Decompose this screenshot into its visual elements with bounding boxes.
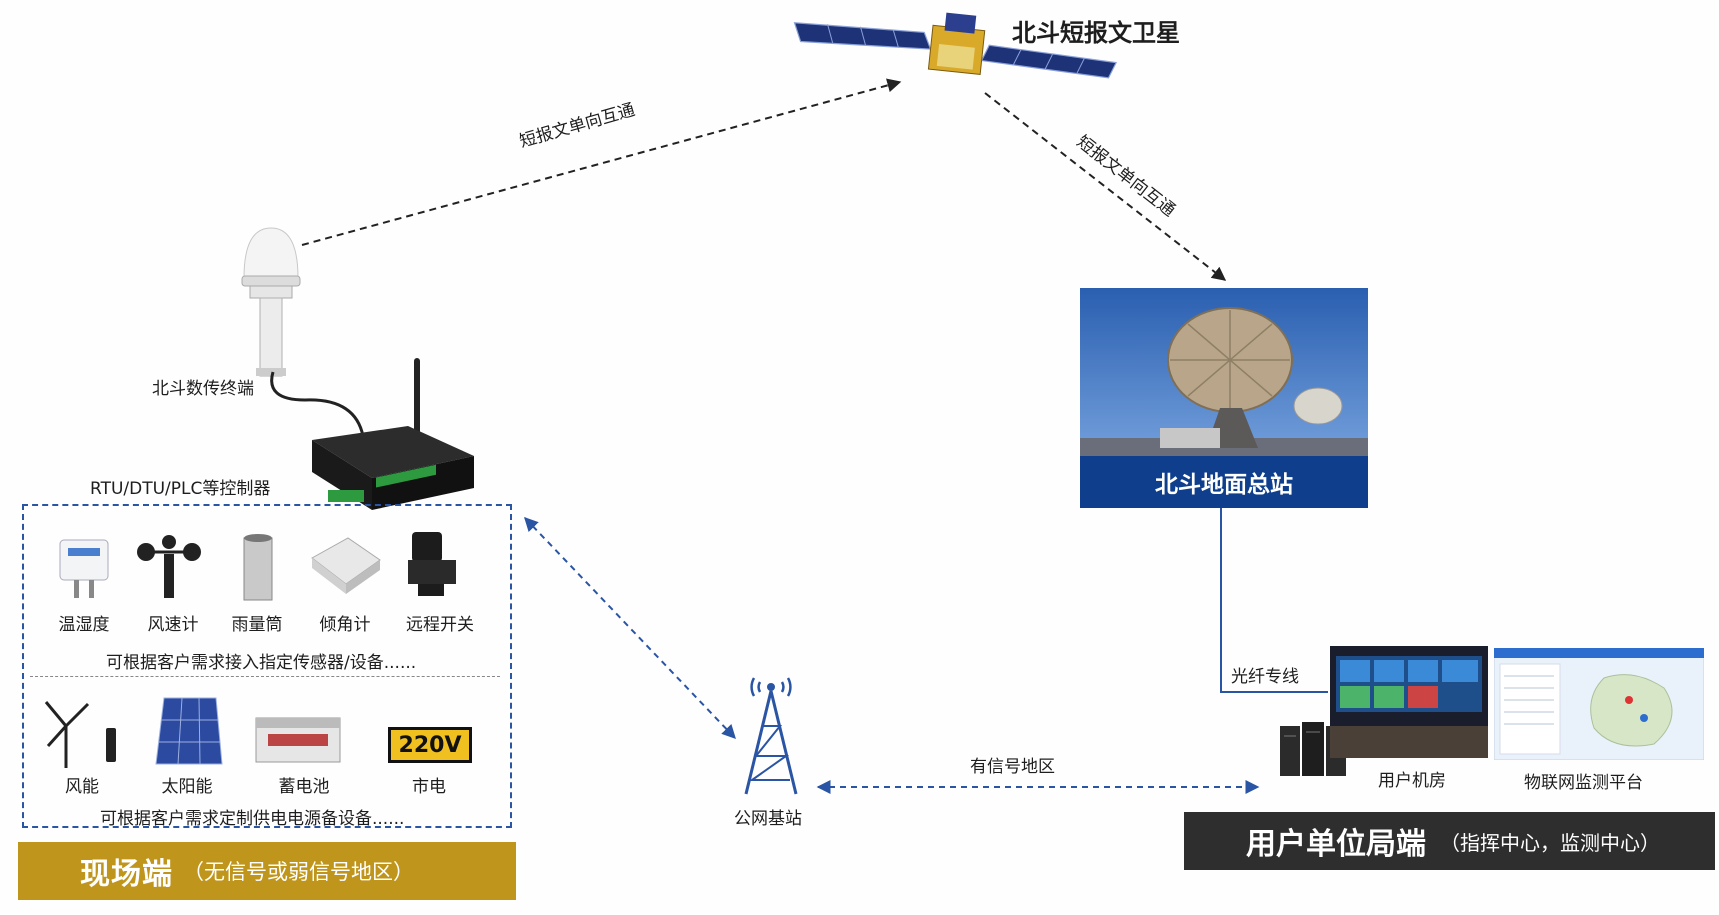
platform-label: 物联网监测平台 (1524, 773, 1643, 793)
power-note: 可根据客户需求定制供电电源备设备...... (100, 809, 405, 829)
terminal-cable (270, 371, 365, 437)
sensor-note: 可根据客户需求接入指定传感器/设备...... (106, 653, 417, 673)
solar-panel-icon (152, 696, 224, 766)
signal-area-label: 有信号地区 (970, 757, 1055, 777)
power-label: 蓄电池 (278, 777, 330, 797)
tower-label: 公网基站 (734, 809, 802, 829)
anemometer-icon (134, 534, 204, 604)
sat-downlink-arrow (984, 92, 1227, 281)
field-banner-subtitle: （无信号或弱信号地区） (183, 860, 414, 884)
cell-tower-icon (740, 676, 802, 796)
server-room-label: 用户机房 (1378, 771, 1446, 791)
field-equipment-box (22, 504, 512, 828)
remote-switch-icon (404, 528, 460, 598)
fiber-label: 光纤专线 (1231, 667, 1299, 687)
sensor-label: 雨量筒 (231, 615, 283, 635)
satellite-dish-photo: 北斗地面总站 (1080, 288, 1368, 508)
beidou-antenna-icon (236, 226, 306, 386)
field-banner: 现场端 （无信号或弱信号地区） (18, 842, 516, 900)
iot-platform-screenshot (1493, 647, 1705, 761)
field-banner-title: 现场端 (80, 857, 173, 892)
satellite-icon (793, 6, 1123, 86)
battery-icon (252, 712, 344, 764)
fiber-line (1220, 508, 1328, 693)
ground-station-label: 北斗地面总站 (1080, 456, 1368, 508)
satellite-title: 北斗短报文卫星 (1012, 19, 1180, 47)
sensor-label: 倾角计 (319, 615, 371, 635)
controller-label: RTU/DTU/PLC等控制器 (90, 479, 271, 499)
field-divider (30, 676, 500, 677)
field-tower-arrow (524, 516, 736, 740)
controller-icon (308, 356, 478, 516)
user-banner-title: 用户单位局端 (1246, 827, 1426, 862)
user-banner: 用户单位局端 （指挥中心，监测中心） (1184, 812, 1715, 870)
inclinometer-icon (306, 532, 384, 596)
thermo-hygrometer-icon (56, 536, 112, 600)
rain-gauge-icon (240, 532, 276, 604)
wind-turbine-icon (42, 698, 122, 770)
sat-uplink-arrow (301, 78, 902, 246)
user-banner-subtitle: （指挥中心，监测中心） (1440, 830, 1660, 855)
power-label: 太阳能 (161, 777, 213, 797)
power-label: 风能 (65, 777, 99, 797)
power-label: 市电 (412, 777, 446, 797)
sensor-label: 远程开关 (406, 615, 474, 635)
control-room-photo (1330, 646, 1488, 758)
sensor-label: 风速计 (147, 615, 199, 635)
mains-power-icon: 220V (388, 727, 472, 763)
sensor-label: 温湿度 (58, 615, 110, 635)
terminal-label: 北斗数传终端 (152, 379, 254, 399)
